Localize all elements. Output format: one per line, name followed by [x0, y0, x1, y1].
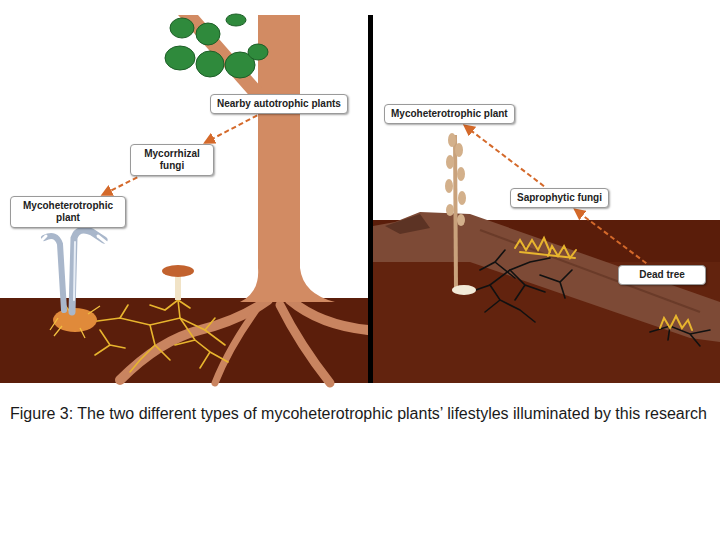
mycoheterotrophic-plant-right-part: [455, 135, 456, 290]
tree-roots: [120, 300, 368, 383]
mycorrhizal-hyphae: [90, 300, 228, 372]
mycoheterotrophic-plant-right-part: [457, 167, 465, 181]
mycoheterotrophic-plant-right-part: [455, 143, 463, 157]
mycoheterotrophic-plant-left-part: [74, 242, 75, 300]
box-label: Nearby autotrophic plants: [217, 98, 341, 110]
mycoheterotrophic-plant-right-part: [458, 191, 466, 205]
flow-arrow: [205, 115, 257, 142]
mushroom-part: [162, 265, 194, 277]
figure-caption: Figure 3: The two different types of myc…: [10, 404, 710, 424]
mycoheterotrophic-plant-right-part: [457, 214, 465, 226]
left-ground-part: [0, 298, 368, 383]
tree-leaves-part: [248, 44, 268, 60]
label-box: Mycoheterotrophic plant: [10, 196, 126, 228]
tree-leaves-part: [170, 18, 194, 38]
tree-leaves: [165, 14, 268, 78]
mycoheterotrophic-plant-right: [445, 133, 476, 295]
tree-leaves-part: [196, 51, 224, 77]
tree-leaves-part: [226, 14, 246, 26]
saprophytic-fungi-clumps-part: [515, 238, 550, 252]
mycoheterotrophic-plant-right-part: [445, 179, 453, 193]
dead-log-part: [480, 230, 700, 312]
mycorrhizal-hyphae-part: [175, 318, 228, 368]
dead-log-part: [385, 214, 430, 234]
mycoheterotrophic-plant-left-part: [40, 236, 46, 242]
mycorrhizal-hyphae-part: [120, 300, 215, 372]
label-box: Saprophytic fungi: [510, 188, 609, 208]
mycoheterotrophic-plant-right-part: [446, 155, 454, 169]
box-label: Mycoheterotrophic plant: [17, 200, 119, 224]
dead-log-part: [373, 212, 720, 342]
mycoheterotrophic-plant-left-part: [44, 236, 64, 310]
flow-arrow: [465, 126, 544, 186]
tree-roots-part: [280, 305, 330, 383]
mycoheterotrophic-plant-left: [40, 230, 108, 312]
mycoheterotrophic-plant-right-part: [452, 285, 476, 295]
saprophytic-fungi-clumps-part: [520, 252, 575, 258]
label-box: Nearby autotrophic plants: [210, 94, 348, 114]
mycoheterotrophic-plant-right-part: [446, 204, 454, 216]
mycorrhizal-hyphae-part: [150, 300, 190, 310]
dead-log: [373, 212, 720, 342]
box-label: Dead tree: [625, 269, 699, 281]
left-ground: [0, 298, 368, 383]
tree-roots-part: [120, 300, 268, 380]
flow-arrow: [103, 177, 138, 194]
tree-leaves-part: [196, 23, 220, 45]
label-box: Mycoheterotrophic plant: [384, 104, 515, 124]
mycoheterotrophic-plant-left-part: [98, 236, 108, 244]
mushroom: [162, 265, 194, 300]
box-label: Saprophytic fungi: [517, 192, 602, 204]
tree-roots-part: [290, 300, 368, 330]
panel-divider: [368, 15, 373, 383]
panel-divider-part: [368, 15, 373, 383]
label-box: Mycorrhizal fungi: [130, 144, 214, 176]
mycoheterotrophic-plant-right-part: [448, 133, 456, 147]
tree-trunk-part: [240, 15, 335, 302]
mycorrhizal-hyphae-part: [90, 318, 225, 345]
saprophytic-fungi-clumps-part: [660, 316, 692, 330]
tree-leaves-part: [165, 46, 195, 70]
saprophytic-hyphae: [470, 250, 710, 346]
mycoheterotrophic-plant-left-part: [72, 230, 104, 312]
saprophytic-hyphae-part: [480, 250, 515, 278]
box-label: Mycorrhizal fungi: [137, 148, 207, 172]
box-label: Mycoheterotrophic plant: [391, 108, 508, 120]
saprophytic-hyphae-part: [540, 270, 572, 298]
mycorrhizal-hyphae-part: [95, 330, 125, 355]
flow-arrow: [575, 210, 646, 263]
saprophytic-hyphae-part: [650, 326, 710, 346]
label-box: Dead tree: [618, 265, 706, 285]
